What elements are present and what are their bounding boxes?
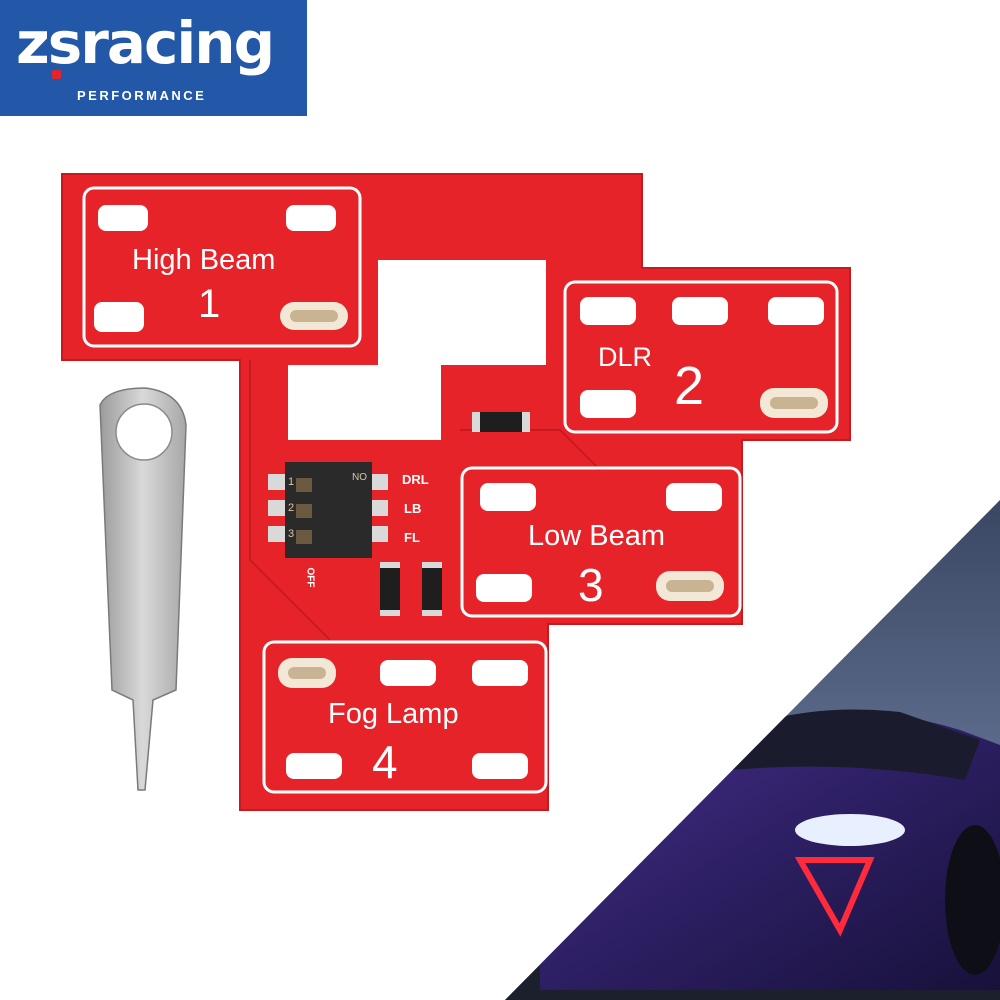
section-number-4: 4 (372, 736, 398, 788)
logo-dot-icon (52, 70, 61, 79)
dip-on-text: ON (352, 470, 367, 481)
section-number-3: 3 (578, 559, 604, 611)
dip-label-drl: DRL (402, 472, 429, 487)
smd-resistor (380, 412, 530, 616)
dip-num-3: 3 (288, 528, 295, 540)
section-high-beam (82, 186, 362, 348)
dip-off-text: OFF (304, 567, 316, 588)
pcb-board (61, 173, 851, 811)
section-label-3: Low Beam (528, 520, 666, 552)
dip-switch[interactable] (268, 462, 388, 558)
dip-num-2: 2 (288, 502, 295, 514)
section-number-1: 1 (198, 282, 221, 326)
section-label-4: Fog Lamp (328, 698, 459, 730)
dip-label-fl: FL (404, 530, 420, 545)
dip-label-lb: LB (404, 501, 422, 516)
brand-logo: zsracing PERFORMANCE (0, 0, 307, 116)
section-label-2: DLR (598, 342, 653, 372)
section-number-2: 2 (674, 356, 705, 416)
dip-num-1: 1 (288, 476, 295, 488)
section-fog-lamp (262, 640, 548, 794)
section-label-1: High Beam (132, 244, 276, 276)
ejector-pin-icon (99, 387, 187, 791)
section-dlr (563, 280, 839, 434)
logo-main-text: zsracing (16, 9, 275, 77)
section-low-beam (460, 466, 742, 618)
logo-sub-text: PERFORMANCE (77, 88, 207, 103)
